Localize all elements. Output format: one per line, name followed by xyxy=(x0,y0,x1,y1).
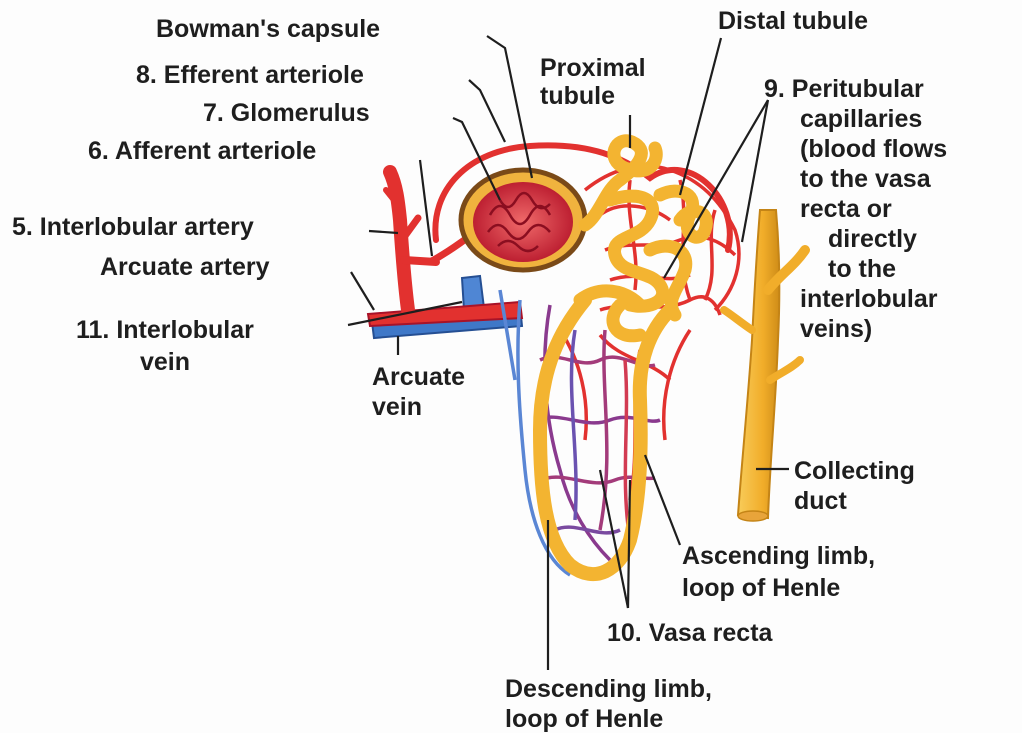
label-interlobular-vein: 11. Interlobular vein xyxy=(76,314,254,378)
label-efferent-arteriole: 8. Efferent arteriole xyxy=(136,60,364,90)
label-peritubular-capillaries: 9. Peritubular capillaries (blood flows … xyxy=(764,74,947,344)
label-arcuate-artery: Arcuate artery xyxy=(100,252,270,282)
label-afferent-arteriole: 6. Afferent arteriole xyxy=(88,136,316,166)
label-arcuate-vein: Arcuate vein xyxy=(372,362,465,422)
label-collecting-duct: Collecting duct xyxy=(794,456,915,516)
label-glomerulus: 7. Glomerulus xyxy=(203,98,370,128)
interlobular-artery xyxy=(386,172,436,310)
label-vasa-recta: 10. Vasa recta xyxy=(607,618,772,648)
label-bowmans-capsule: Bowman's capsule xyxy=(156,14,380,44)
label-ascending-limb: Ascending limb, loop of Henle xyxy=(682,540,875,604)
label-distal-tubule: Distal tubule xyxy=(718,6,868,36)
glomerulus xyxy=(473,182,573,262)
label-interlobular-artery: 5. Interlobular artery xyxy=(12,212,254,242)
label-descending-limb: Descending limb, loop of Henle xyxy=(505,674,712,734)
label-proximal-tubule: Proximal tubule xyxy=(540,54,646,110)
